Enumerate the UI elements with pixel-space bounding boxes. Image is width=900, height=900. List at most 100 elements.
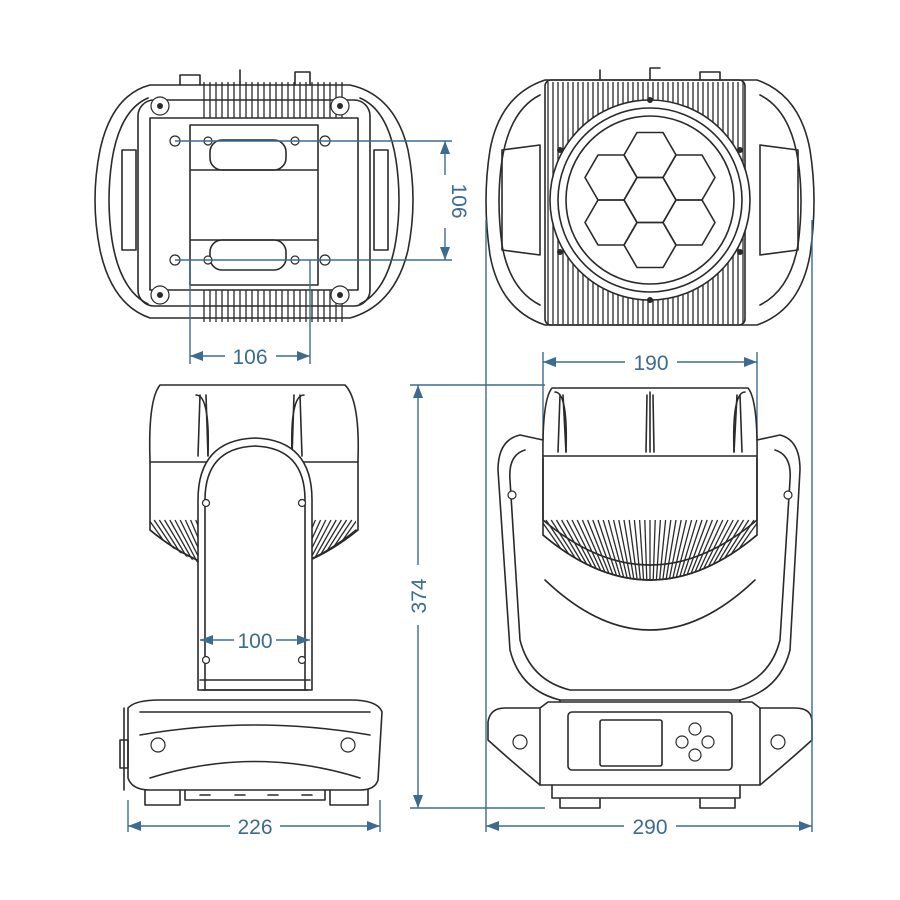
back-view-yoke-arc	[544, 579, 756, 631]
top-view-left-handle	[108, 97, 149, 305]
dim-label-depth: 226	[237, 816, 272, 839]
dim-depth: 226	[127, 800, 381, 839]
button-down-icon	[688, 748, 702, 762]
top-view-left-grip	[121, 149, 137, 251]
back-view-control-buttons	[675, 722, 715, 762]
heatsink-fin	[658, 519, 672, 580]
dim-mount-vertical: 106	[175, 140, 470, 261]
front-view-lens-ring-outer	[549, 99, 751, 301]
front-view-screws	[557, 97, 743, 303]
top-view-slot-lower	[209, 239, 287, 271]
back-view-yoke-screw-right	[783, 490, 793, 500]
dim-mount-horizontal: 106	[189, 260, 311, 369]
side-view-yoke-screws	[201, 498, 307, 665]
dim-width: 290	[485, 220, 813, 839]
view-back	[487, 387, 813, 809]
side-view-yoke-collar	[199, 679, 311, 691]
back-view-control-panel	[567, 711, 733, 771]
heatsink-fin	[660, 519, 677, 580]
dim-total-height: 374	[408, 384, 545, 809]
front-view-left-grip	[501, 144, 541, 256]
hex-lens-cell	[662, 154, 716, 201]
dim-label-total-height: 374	[408, 578, 431, 613]
heatsink-fin	[664, 519, 688, 580]
heatsink-fin	[678, 519, 719, 580]
button-left-icon	[675, 735, 689, 749]
heatsink-fin	[612, 519, 636, 580]
back-view-base-feet	[551, 784, 741, 809]
view-side	[119, 384, 383, 806]
front-view-lens-ring-mid	[557, 107, 743, 293]
heatsink-fin	[566, 519, 616, 580]
side-view-base-knob-left	[150, 737, 166, 753]
back-view-yoke-inner-top	[542, 457, 758, 566]
top-view-outer-shell	[94, 84, 414, 319]
top-view-mount-plate	[149, 117, 359, 291]
heatsink-fin	[618, 519, 638, 580]
back-view-head-rib-lines	[557, 394, 743, 453]
button-up-icon	[688, 722, 702, 736]
dim-label-mount-horizontal: 106	[232, 346, 267, 369]
top-view-slot-upper	[209, 139, 287, 171]
back-view-base	[487, 701, 813, 786]
dim-label-mount-vertical: 106	[447, 183, 470, 218]
button-right-icon	[701, 735, 715, 749]
dim-label-width: 290	[632, 816, 667, 839]
top-view-right-handle	[359, 97, 400, 305]
side-view-yoke-inner	[204, 445, 306, 691]
heatsink-fin	[586, 519, 625, 580]
back-view-yoke-inner	[508, 449, 792, 691]
heatsink-fin	[693, 519, 755, 580]
heatsink-fin	[682, 519, 729, 580]
heatsink-fin	[607, 519, 634, 580]
back-view-head-ribs	[554, 391, 746, 453]
back-view-display-screen	[599, 719, 663, 767]
side-view-base-feet	[144, 789, 369, 806]
top-view-top-tabs	[179, 69, 311, 86]
back-view-bowl-outline	[542, 534, 758, 581]
dim-label-lens-width: 190	[633, 352, 668, 375]
top-view-right-grip	[373, 149, 389, 251]
heatsink-fin	[666, 519, 693, 580]
dim-label-yoke-width: 100	[237, 630, 272, 653]
side-view-head-rib-lines	[197, 394, 303, 457]
side-view-base-contours	[139, 711, 371, 779]
dim-lens-width: 190	[542, 352, 758, 440]
heatsink-fin	[602, 519, 631, 580]
heatsink-fin	[581, 519, 622, 580]
side-view-base-connectors	[119, 707, 129, 791]
heatsink-fin	[684, 519, 734, 580]
top-view-fins	[203, 82, 343, 322]
heatsink-fin	[669, 519, 698, 580]
side-view-yoke-arm	[197, 437, 313, 691]
heatsink-fin	[576, 519, 620, 580]
heatsink-fin	[675, 519, 714, 580]
heatsink-fin	[592, 519, 627, 580]
back-view-base-knob-right	[770, 734, 786, 750]
back-view-yoke-screw-left	[507, 490, 517, 500]
back-view-base-dividers	[539, 707, 761, 786]
top-view-base-plate	[137, 99, 371, 307]
back-view-yoke	[497, 434, 801, 701]
back-view-base-knob-left	[512, 734, 528, 750]
heatsink-fin	[623, 519, 640, 580]
heatsink-fin	[545, 519, 607, 580]
view-front-lens	[485, 67, 815, 326]
heatsink-fin	[680, 519, 724, 580]
heatsink-fin	[571, 519, 618, 580]
front-view-left-handle	[498, 94, 541, 306]
dim-yoke-width: 100	[200, 630, 310, 653]
front-view-outer-shell	[485, 79, 815, 326]
front-view-top-tabs	[599, 67, 721, 81]
heatsink-fin	[628, 519, 642, 580]
front-view-right-grip	[759, 144, 799, 256]
heatsink-fin	[662, 519, 682, 580]
top-view-corner-bolts	[150, 96, 350, 305]
view-top-bottom-plate	[94, 69, 414, 322]
heatsink-fin	[597, 519, 629, 580]
side-view-base-knob-right	[340, 737, 356, 753]
front-view-right-handle	[759, 94, 802, 306]
heatsink-fin	[671, 519, 703, 580]
front-view-hex-lenses	[584, 131, 716, 269]
